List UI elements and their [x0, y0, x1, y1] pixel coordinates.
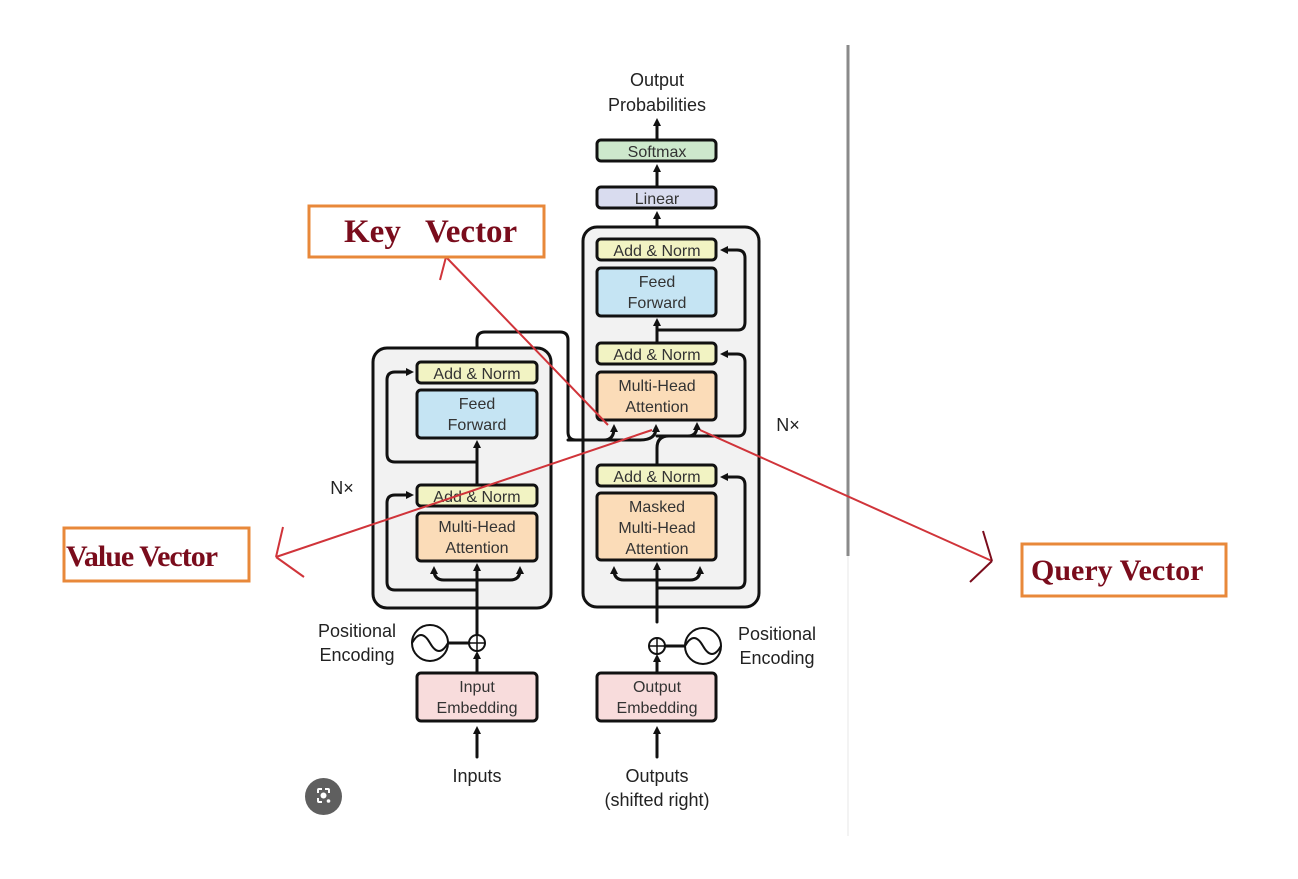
query-vector-annotation: Query Vector	[1020, 542, 1228, 598]
decoder-masked-attention-label-1: Masked	[629, 499, 685, 516]
decoder-add-norm-top	[595, 237, 718, 262]
decoder-add-norm-bottom-label: Add & Norm	[613, 469, 700, 486]
input-embedding-label-1: Input	[459, 679, 495, 696]
output-embedding-label-2: Embedding	[617, 700, 698, 717]
visual-search-button[interactable]	[305, 778, 342, 815]
decoder-masked-attention	[595, 491, 718, 562]
decoder-add-norm-top-label: Add & Norm	[613, 243, 700, 260]
decoder-add-norm-bottom	[595, 463, 718, 488]
decoder-feed-forward	[595, 266, 718, 318]
decoder-masked-attention-label-3: Attention	[625, 541, 688, 558]
query-vector-label: Query Vector	[1031, 554, 1203, 587]
key-vector-label: Key Vector	[344, 214, 517, 250]
inputs-label: Inputs	[452, 766, 501, 786]
output-probabilities-label-2: Probabilities	[608, 95, 706, 115]
value-vector-arrow	[275, 429, 653, 578]
linear-block	[595, 185, 718, 210]
value-vector-annotation: Value Vector	[62, 526, 251, 583]
encoder-add-norm-bottom	[415, 483, 539, 508]
encoder-add-norm-bottom-label: Add & Norm	[433, 489, 520, 506]
encoder-add-norm-top	[415, 360, 539, 385]
decoder-residual-cross	[655, 350, 747, 438]
outputs-label-2: (shifted right)	[604, 790, 709, 810]
encoder-attention-label-1: Multi-Head	[438, 519, 515, 536]
encoder-repeat-label: N×	[330, 478, 354, 498]
encoder-residual-attn	[385, 491, 479, 592]
decoder-cross-attention-label-1: Multi-Head	[618, 378, 695, 395]
encoder-positional-encoding-label-2: Encoding	[319, 645, 394, 665]
linear-label: Linear	[635, 191, 680, 208]
softmax-label: Softmax	[628, 144, 687, 161]
decoder-masked-branch-right	[655, 566, 704, 582]
output-embedding-label-1: Output	[633, 679, 682, 696]
encoder-feed-forward	[415, 388, 539, 440]
encoder-feed-forward-label-2: Forward	[448, 417, 507, 434]
decoder-residual-ff	[655, 246, 747, 332]
decoder-positional-encoding-label-2: Encoding	[739, 648, 814, 668]
encoder-residual-ff	[385, 368, 479, 464]
encoder-value-output	[566, 424, 660, 442]
decoder-feed-forward-label-2: Forward	[628, 295, 687, 312]
decoder-residual-masked	[655, 473, 747, 590]
encoder-attn-branch-right	[475, 566, 524, 582]
decoder-cross-attention	[595, 370, 718, 422]
softmax-block	[595, 138, 718, 163]
decoder-add-norm-mid	[595, 341, 718, 366]
decoder-masked-attention-label-2: Multi-Head	[618, 520, 695, 537]
encoder-attention	[415, 511, 539, 563]
encoder-add-norm-top-label: Add & Norm	[433, 366, 520, 383]
input-embedding-block	[415, 671, 539, 723]
decoder-masked-branch-left	[610, 566, 659, 582]
encoder-attn-branch-left	[430, 566, 479, 582]
decoder-feed-forward-label-1: Feed	[639, 274, 675, 291]
visual-search-icon	[317, 788, 331, 803]
decoder-add-norm-mid-label: Add & Norm	[613, 347, 700, 364]
input-embedding-label-2: Embedding	[437, 700, 518, 717]
encoder-stack	[371, 346, 553, 610]
value-vector-label: Value Vector	[66, 540, 218, 573]
encoder-positional-encoding-label-1: Positional	[318, 621, 396, 641]
decoder-cross-attention-label-2: Attention	[625, 399, 688, 416]
encoder-attention-label-2: Attention	[445, 540, 508, 557]
decoder-query-input	[655, 422, 701, 468]
output-probabilities-label-1: Output	[630, 70, 684, 90]
decoder-repeat-label: N×	[776, 415, 800, 435]
output-embedding-block	[595, 671, 718, 723]
decoder-positional-encoding-label-1: Positional	[738, 624, 816, 644]
query-vector-arrow	[699, 429, 993, 583]
key-vector-annotation: Key Vector	[307, 204, 546, 259]
outputs-label-1: Outputs	[625, 766, 688, 786]
encoder-feed-forward-label-1: Feed	[459, 396, 495, 413]
